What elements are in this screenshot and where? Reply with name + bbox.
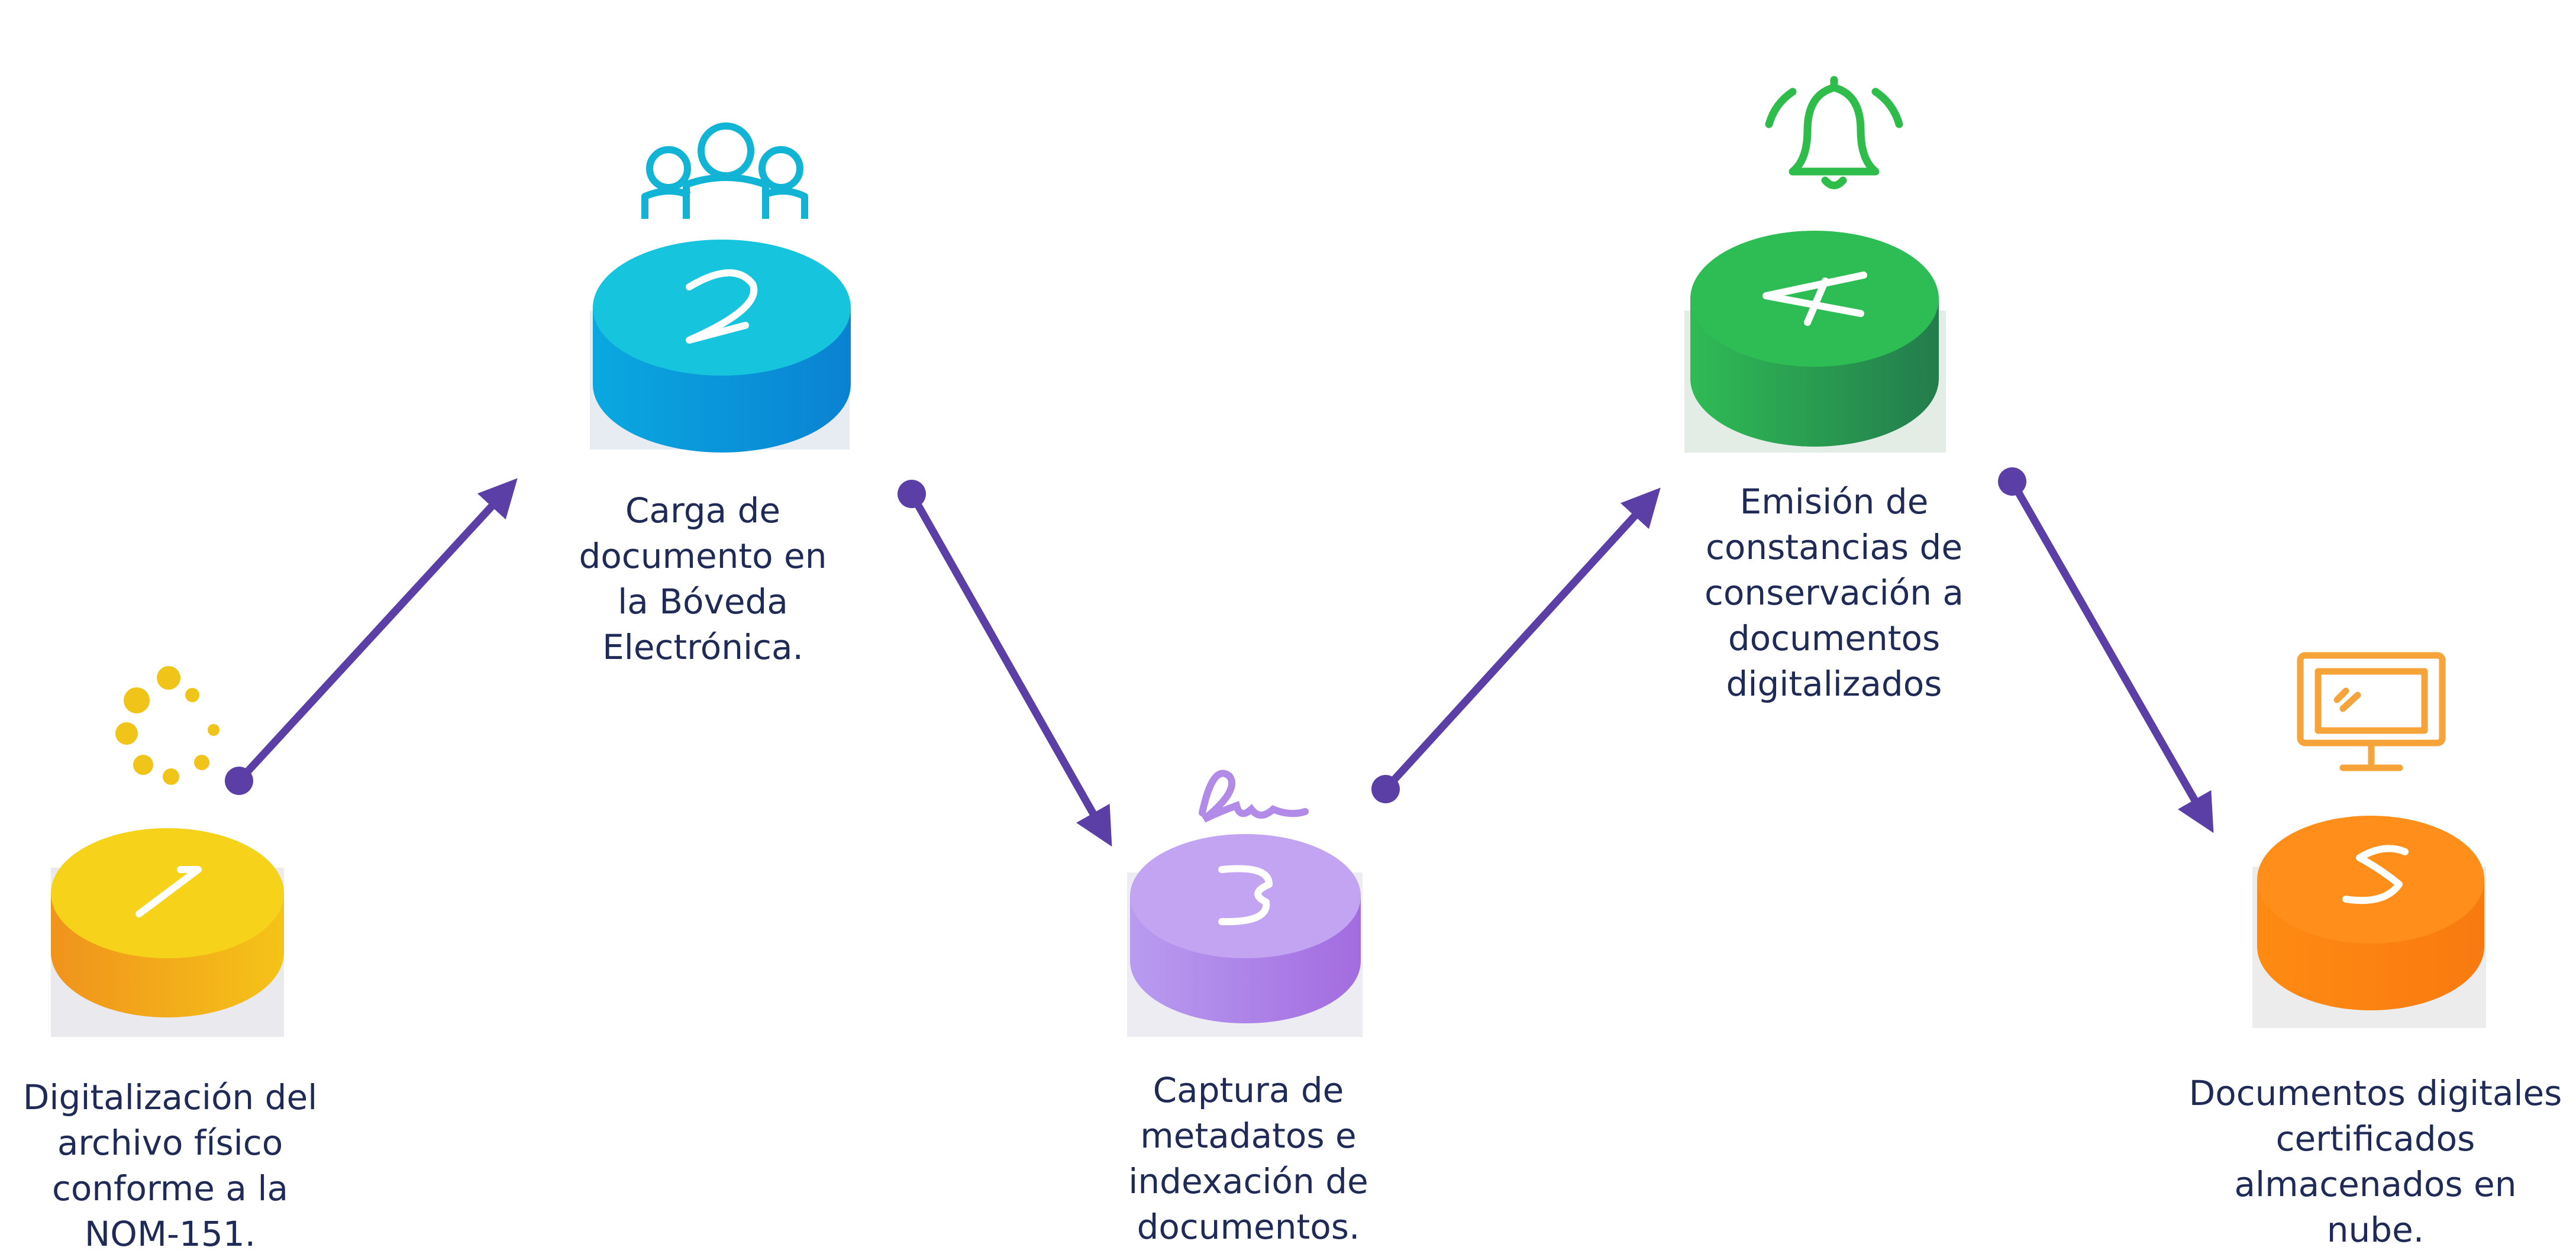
- label-line: documentos.: [1137, 1207, 1360, 1247]
- label-line: digitalizados: [1726, 664, 1942, 704]
- team-icon: [641, 122, 808, 219]
- step-1: [51, 666, 284, 1037]
- number-disk-1: [51, 828, 284, 1037]
- step-4-label: Emisión de constancias de conservación a…: [1680, 479, 1988, 707]
- step-3: [1127, 770, 1363, 1037]
- label-line: Digitalización del: [22, 1077, 318, 1117]
- label-line: documentos: [1728, 618, 1941, 658]
- label-line: certificados: [2275, 1119, 2475, 1159]
- label-line: metadatos e: [1140, 1116, 1357, 1156]
- step-5-label: Documentos digitales certificados almace…: [2183, 1071, 2568, 1253]
- monitor-icon: [2297, 652, 2446, 771]
- number-disk-2: [590, 240, 851, 453]
- step-2: [590, 122, 851, 453]
- label-line: nube.: [2326, 1210, 2425, 1250]
- signature-icon: [1199, 770, 1309, 823]
- label-line: Electrónica.: [602, 627, 803, 667]
- label-line: NOM-151.: [84, 1214, 256, 1254]
- number-disk-5: [2252, 816, 2486, 1028]
- label-line: la Bóveda: [618, 581, 788, 622]
- label-line: almacenados en: [2234, 1164, 2517, 1204]
- connector-4-5: [1998, 467, 2214, 833]
- label-line: conforme a la: [51, 1168, 289, 1208]
- step-3-label: Captura de metadatos e indexación de doc…: [1100, 1068, 1396, 1250]
- connector-2-3: [898, 480, 1112, 847]
- label-line: documento en: [579, 536, 827, 576]
- connector-3-4: [1371, 487, 1661, 803]
- label-line: constancias de: [1705, 527, 1963, 567]
- step-2-label: Carga de documento en la Bóveda Electrón…: [561, 488, 845, 670]
- loading-dots-icon: [115, 666, 219, 785]
- label-line: Carga de: [625, 490, 781, 531]
- step-5: [2252, 652, 2486, 1028]
- label-line: conservación a: [1705, 573, 1964, 613]
- label-line: Documentos digitales: [2188, 1073, 2562, 1113]
- label-line: archivo físico: [57, 1123, 283, 1163]
- bell-icon: [1765, 76, 1903, 189]
- step-4: [1684, 76, 1946, 453]
- label-line: indexación de: [1128, 1161, 1368, 1201]
- connector-1-2: [225, 478, 518, 795]
- step-1-label: Digitalización del archivo físico confor…: [9, 1075, 331, 1257]
- label-line: Emisión de: [1739, 482, 1929, 522]
- label-line: Captura de: [1153, 1070, 1344, 1110]
- number-disk-4: [1684, 231, 1946, 453]
- number-disk-3: [1127, 834, 1363, 1037]
